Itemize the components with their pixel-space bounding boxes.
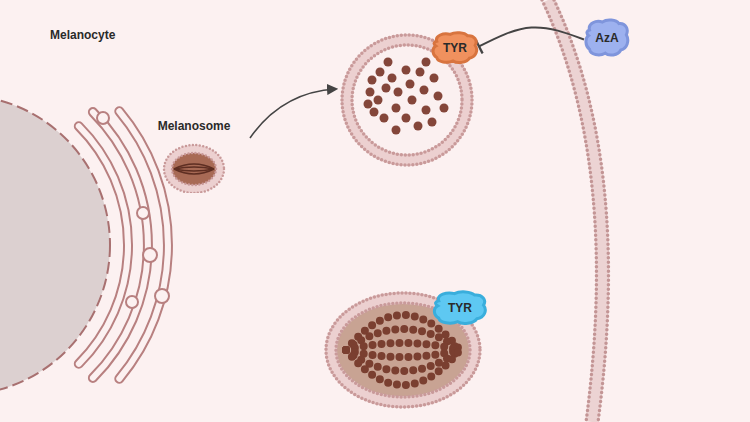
inhibition-connector <box>479 27 584 46</box>
cell-membrane <box>542 0 608 422</box>
enzyme-blob: AzA <box>584 18 630 58</box>
melanosome-organelle: Melanosome <box>148 119 240 193</box>
protein-label: AzA <box>584 32 630 44</box>
protein-label: TYR <box>432 302 488 314</box>
small-melanosome <box>164 145 224 193</box>
organelle-label: Melanosome <box>148 119 240 133</box>
enzyme-blob: TYR <box>431 31 479 65</box>
cell-label: Melanocyte <box>50 28 115 42</box>
protein-label: TYR <box>431 42 479 54</box>
transport-arrow <box>250 89 336 138</box>
endoplasmic-reticulum <box>79 111 169 378</box>
enzyme-blob: TYR <box>432 290 488 326</box>
